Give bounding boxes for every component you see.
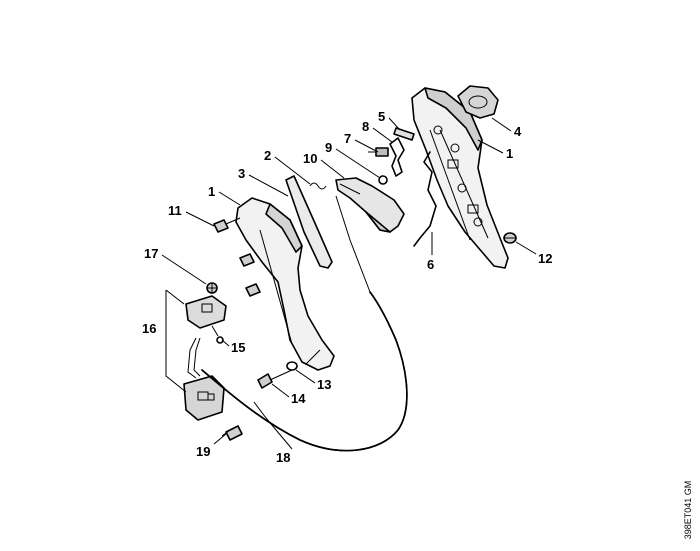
throttle-trigger xyxy=(335,177,405,233)
callout-8: 8 xyxy=(362,119,369,134)
washer xyxy=(286,361,298,371)
callout-9: 9 xyxy=(325,140,332,155)
nut xyxy=(503,232,517,244)
throttle-cable xyxy=(201,195,408,452)
spring-wire xyxy=(413,151,437,247)
callout-2: 2 xyxy=(264,148,271,163)
callout-4: 4 xyxy=(514,124,522,139)
callout-3: 3 xyxy=(238,166,245,181)
callout-17: 17 xyxy=(144,246,158,261)
lockout-lever xyxy=(285,175,333,269)
callout-5: 5 xyxy=(378,109,385,124)
callout-6: 6 xyxy=(427,257,434,272)
callout-11: 11 xyxy=(168,203,182,218)
callout-12: 12 xyxy=(538,251,552,266)
leader-lines xyxy=(161,117,537,450)
drawing-code-text: 398ET041 GM xyxy=(683,480,693,540)
handle-housing-right xyxy=(411,87,509,269)
screw-long xyxy=(257,369,293,389)
callout-19: 19 xyxy=(196,444,210,459)
grip-cap xyxy=(457,85,499,119)
short-circuit-wire xyxy=(187,337,201,379)
handle-housing-left xyxy=(235,197,335,371)
spring-pin xyxy=(211,325,224,344)
callout-13: 13 xyxy=(317,377,331,392)
switch-contact xyxy=(183,375,243,441)
screws xyxy=(206,217,261,297)
callout-1-right: 1 xyxy=(506,146,513,161)
callout-labels: 1 1 2 3 4 5 6 7 8 9 10 11 12 13 14 15 16… xyxy=(142,109,552,465)
drawing-code: 398ET041 GM xyxy=(681,470,695,550)
callout-15: 15 xyxy=(231,340,245,355)
callout-7: 7 xyxy=(344,131,351,146)
callout-10: 10 xyxy=(303,151,317,166)
small-parts-cluster xyxy=(368,127,415,185)
callout-1-left: 1 xyxy=(208,184,215,199)
callout-18: 18 xyxy=(276,450,290,465)
callout-14: 14 xyxy=(291,391,306,406)
callout-16: 16 xyxy=(142,321,156,336)
torsion-spring xyxy=(309,182,327,190)
switch-housing xyxy=(185,295,227,329)
